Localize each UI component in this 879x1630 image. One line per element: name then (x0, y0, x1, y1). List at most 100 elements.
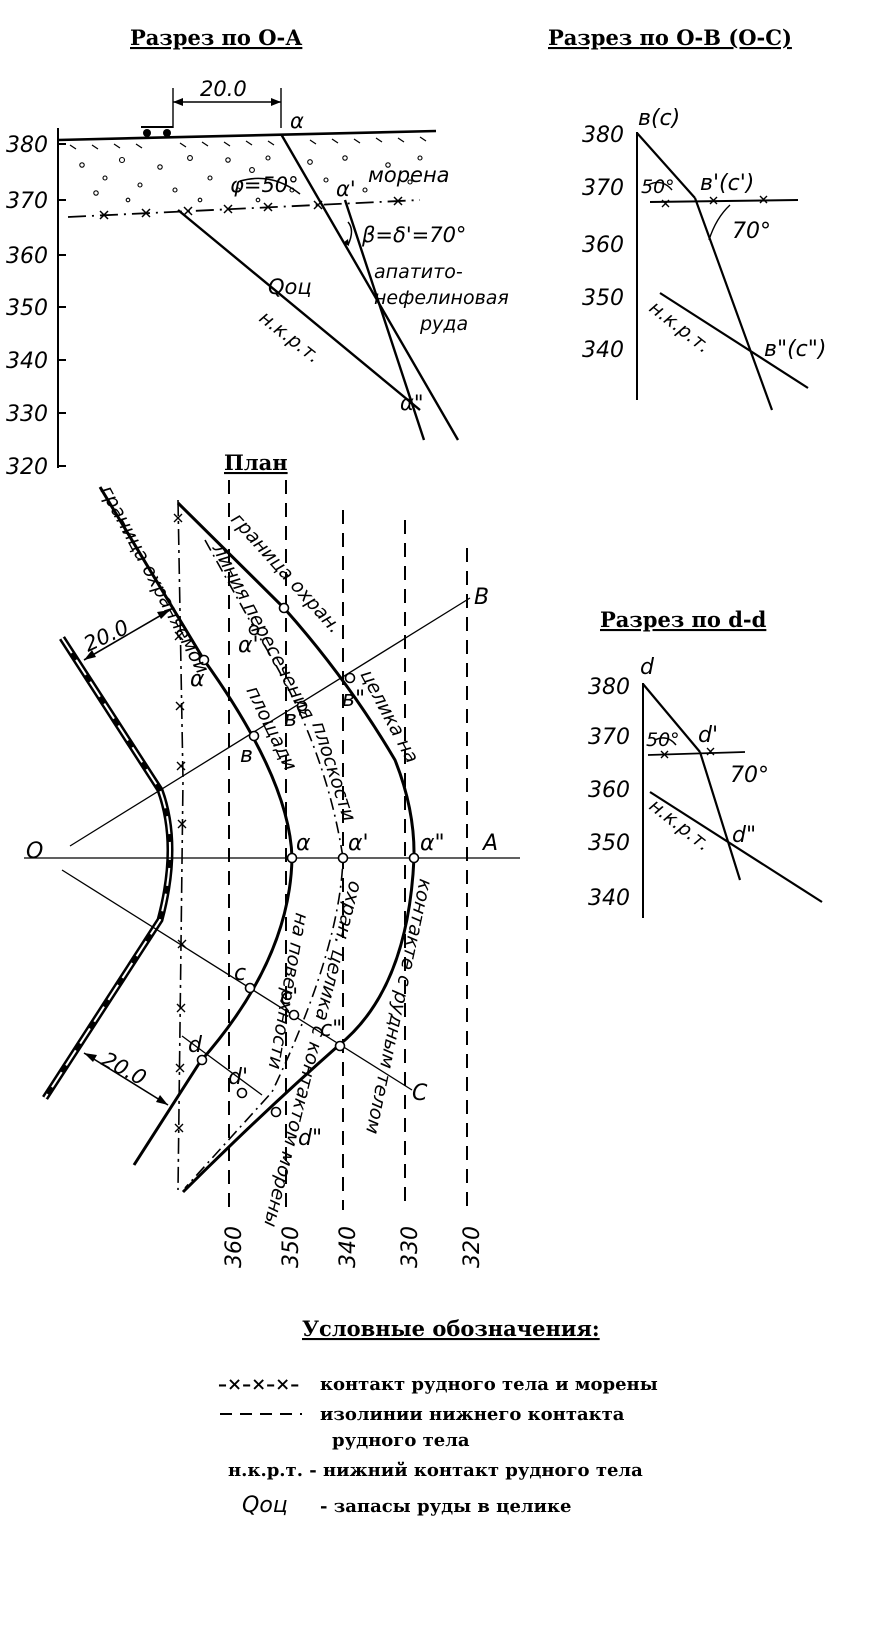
plan-pt-c (244, 982, 256, 994)
oa-moraine-label: морена (368, 163, 450, 187)
ob-point-mid: в'(с') (700, 171, 754, 196)
title-plan: План (224, 450, 288, 475)
legend-text-nkrt: н.к.р.т. - нижний контакт рудного тела (228, 1460, 643, 1481)
oa-contact-crosses (99, 196, 403, 220)
title-section-ob: Разрез по О-В (О-С) (548, 25, 792, 50)
ob-angle-70: 70° (732, 219, 771, 244)
legend-symbol-reserve: Qоц (242, 1493, 288, 1518)
oa-ticks (58, 143, 66, 467)
oa-moraine-pattern (79, 155, 423, 203)
oa-ore-label-2: нефелиновая (374, 287, 509, 309)
plan-pt-b1 (296, 700, 308, 712)
oa-width-label: 20.0 (200, 77, 247, 101)
dd-nkrt-label: н.к.р.т. (645, 795, 715, 856)
oa-angle-phi-arc (239, 177, 301, 195)
plan-pt-a2-top (278, 602, 290, 614)
plan-text-protected-1: граница охраняемой (96, 482, 214, 677)
dd-point-top: d (640, 655, 655, 680)
oa-tick-360: 360 (6, 244, 48, 269)
plan-label-a1: α' (348, 831, 369, 856)
dd-contact-crosses (660, 747, 715, 759)
legend-text-isoline-1: изолинии нижнего контакта (320, 1404, 625, 1425)
plan-pt-a-top (198, 654, 210, 666)
plan-label-O: О (26, 839, 43, 864)
dd-point-low: d" (732, 823, 756, 848)
oa-survey-marker-icon (141, 126, 173, 137)
plan-moraine-contact (177, 499, 184, 1191)
plan-pt-a2 (408, 852, 420, 864)
ob-tick-380: 380 (582, 123, 624, 148)
plan-pt-d (196, 1054, 208, 1066)
plan-width-top: 20.0 (80, 615, 133, 657)
ob-angle-50: 50° (641, 176, 675, 198)
plan-label-c: с (234, 961, 246, 986)
ob-angle-50-arc (647, 181, 673, 191)
dd-tick-380: 380 (588, 675, 630, 700)
legend-text-isoline-2: рудного тела (332, 1430, 470, 1451)
oa-moraine-contact (67, 199, 421, 218)
plan-label-d: d (188, 1033, 203, 1058)
plan-pt-d2 (270, 1106, 282, 1118)
dd-pillar-upper (642, 683, 701, 753)
plan-pt-b2 (344, 672, 356, 684)
oa-angle-phi: φ=50° (230, 173, 299, 197)
oa-tick-340: 340 (6, 349, 48, 374)
oa-tick-380: 380 (6, 133, 48, 158)
plan-width-bottom: 20.0 (98, 1047, 151, 1090)
dd-tick-340: 340 (588, 886, 630, 911)
ob-tick-340: 340 (582, 338, 624, 363)
oa-angle-beta: β=δ'=70° (361, 223, 466, 247)
oa-tick-330: 330 (6, 402, 48, 427)
ob-tick-350: 350 (582, 286, 624, 311)
dd-tick-360: 360 (588, 778, 630, 803)
ob-tick-360: 360 (582, 233, 624, 258)
plan-section-line-dd (181, 1035, 263, 1096)
ob-angle-70-arc (708, 204, 731, 241)
plan-label-a-top: α (190, 667, 205, 692)
plan-label-A: А (481, 831, 498, 856)
ob-pillar-upper (636, 132, 696, 199)
plan-label-C: С (412, 1081, 428, 1106)
plan-label-b1: в' (284, 707, 303, 732)
legend: Условные обозначения: –×–×–×– контакт ру… (218, 1316, 658, 1518)
oa-pillar-boundary-line (279, 133, 460, 441)
dd-tick-350: 350 (588, 831, 630, 856)
ob-tick-370: 370 (582, 176, 624, 201)
oa-point-a: α (290, 109, 304, 133)
plan-label-c2: с" (320, 1017, 342, 1042)
ob-contact-crosses (661, 195, 768, 208)
oa-tick-350: 350 (6, 296, 48, 321)
oa-ore-label-1: апатито- (374, 261, 463, 283)
oa-point-a1: α' (336, 177, 356, 201)
plan-dim-top-line (83, 609, 171, 661)
plan-pillar-boundary (176, 501, 416, 1194)
plan-pt-a1-top (248, 624, 260, 636)
ob-ore-dip-line (693, 197, 774, 411)
plan-intersection-line (184, 539, 344, 1189)
section-oa: 380 370 360 350 340 330 320 (6, 77, 509, 480)
oa-ore-label-3: руда (419, 313, 468, 335)
plan-pt-a (286, 852, 298, 864)
plan-contact-crosses (173, 513, 187, 1133)
plan-pt-b (248, 730, 260, 742)
dd-ore-dip-line (698, 751, 742, 881)
plan-label-b: в (240, 743, 253, 768)
plan-isoline-label-340: 340 (336, 1226, 361, 1268)
plan-pt-c2 (334, 1040, 346, 1052)
plan-pt-c1 (288, 1009, 300, 1021)
oa-nkrt-label: н.к.р.т. (255, 307, 325, 368)
plan-label-B: В (474, 585, 489, 610)
plan-section-line-oc (61, 869, 413, 1091)
plan-isoline-label-320: 320 (460, 1226, 485, 1268)
dd-tick-370: 370 (588, 725, 630, 750)
ob-nkrt-line (659, 292, 809, 389)
plan-label-c1: с' (280, 985, 298, 1010)
plan-label-a: α (296, 831, 311, 856)
dd-angle-50-arc (654, 737, 677, 746)
plan-isoline-label-360: 360 (222, 1226, 247, 1268)
plan-isoline-label-330: 330 (398, 1226, 423, 1268)
plan-pt-d1 (236, 1087, 248, 1099)
oa-tick-370: 370 (6, 189, 48, 214)
plan-label-a2: α" (420, 831, 445, 856)
